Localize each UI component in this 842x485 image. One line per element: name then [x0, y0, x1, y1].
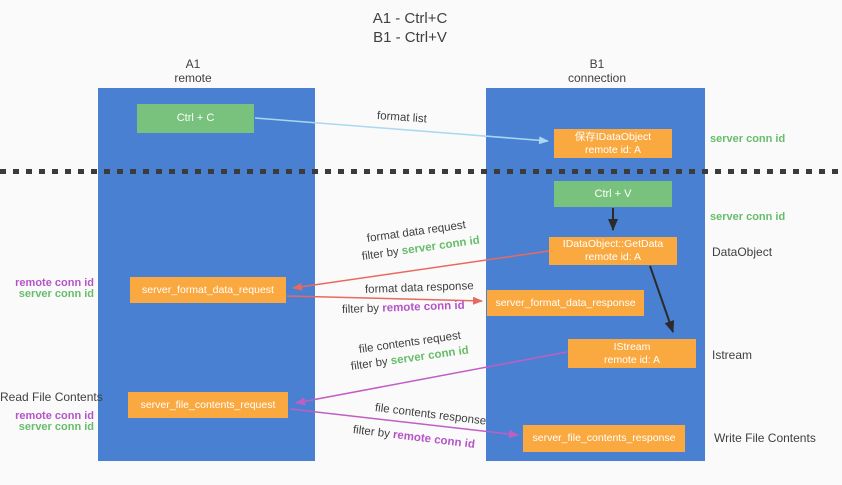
- file-contents-response-label: file contents response: [374, 402, 487, 428]
- ctrl-v-node: Ctrl + V: [554, 181, 672, 207]
- left-remote-conn-id-1: remote conn id: [15, 277, 94, 289]
- dataobject-label: DataObject: [712, 245, 773, 259]
- server-format-data-response-node: server_format_data_response: [487, 290, 644, 316]
- column-a-subtitle: remote: [174, 71, 212, 85]
- istream-line2: remote id: A: [603, 353, 661, 366]
- diagram-title: A1 - Ctrl+C B1 - Ctrl+V: [373, 9, 448, 47]
- filter-by-text: filter by: [361, 245, 403, 263]
- getdata-node: IDataObject::GetData remote id: A: [549, 237, 677, 265]
- column-b-header: B1 connection: [568, 57, 626, 85]
- save-dataobject-line1: 保存IDataObject: [574, 130, 652, 143]
- istream-node: IStream remote id: A: [568, 339, 696, 368]
- server-file-contents-response-node: server_file_contents_response: [523, 425, 685, 452]
- left-remote-conn-id-2: remote conn id: [15, 410, 94, 422]
- filter-by-text: filter by: [350, 355, 392, 373]
- server-file-contents-request-node: server_file_contents_request: [128, 392, 288, 418]
- write-file-contents-label: Write File Contents: [714, 431, 816, 445]
- format-data-response-label: format data response: [364, 280, 474, 296]
- server-file-contents-response-label: server_file_contents_response: [532, 432, 676, 444]
- remote-conn-id-text: remote conn id: [392, 428, 476, 451]
- title-line-2: B1 - Ctrl+V: [373, 29, 447, 46]
- dotted-divider-line: [0, 169, 842, 174]
- format-list-label: format list: [376, 110, 428, 126]
- left-server-conn-id-1: server conn id: [18, 288, 94, 300]
- server-format-data-request-label: server_format_data_request: [142, 283, 274, 296]
- left-server-conn-id-2: server conn id: [18, 421, 94, 433]
- remote-conn-id-text: remote conn id: [382, 299, 465, 315]
- title-line-1: A1 - Ctrl+C: [372, 10, 448, 27]
- ctrl-c-node: Ctrl + C: [137, 104, 254, 133]
- filter-by-text: filter by: [341, 302, 383, 316]
- ctrl-v-label: Ctrl + V: [594, 187, 632, 200]
- istream-side-label: Istream: [712, 348, 753, 362]
- getdata-line1: IDataObject::GetData: [562, 238, 664, 250]
- server-format-data-response-label: server_format_data_response: [495, 296, 636, 309]
- save-dataobject-node: 保存IDataObject remote id: A: [554, 129, 672, 158]
- right-server-conn-id-2: server conn id: [710, 211, 786, 223]
- right-server-conn-id-1: server conn id: [710, 133, 786, 145]
- column-b-subtitle: connection: [567, 71, 627, 85]
- column-a-name: A1: [185, 57, 201, 71]
- format-data-response-filter-label: filter by remote conn id: [342, 300, 465, 316]
- server-format-data-request-node: server_format_data_request: [130, 277, 286, 303]
- istream-line1: IStream: [613, 340, 651, 353]
- ctrl-c-label: Ctrl + C: [176, 112, 215, 124]
- column-a-header: A1 remote: [174, 57, 211, 85]
- column-b-name: B1: [589, 57, 605, 71]
- left-conn-id-pair-1: remote conn id server conn id: [0, 278, 94, 300]
- save-dataobject-line2: remote id: A: [584, 143, 642, 156]
- file-contents-response-filter-label: filter by remote conn id: [352, 424, 475, 451]
- server-file-contents-request-label: server_file_contents_request: [140, 398, 276, 411]
- read-file-contents-label: Read File Contents: [0, 390, 103, 404]
- getdata-line2: remote id: A: [584, 251, 642, 263]
- left-conn-id-pair-2: remote conn id server conn id: [0, 411, 94, 433]
- filter-by-text: filter by: [352, 424, 394, 441]
